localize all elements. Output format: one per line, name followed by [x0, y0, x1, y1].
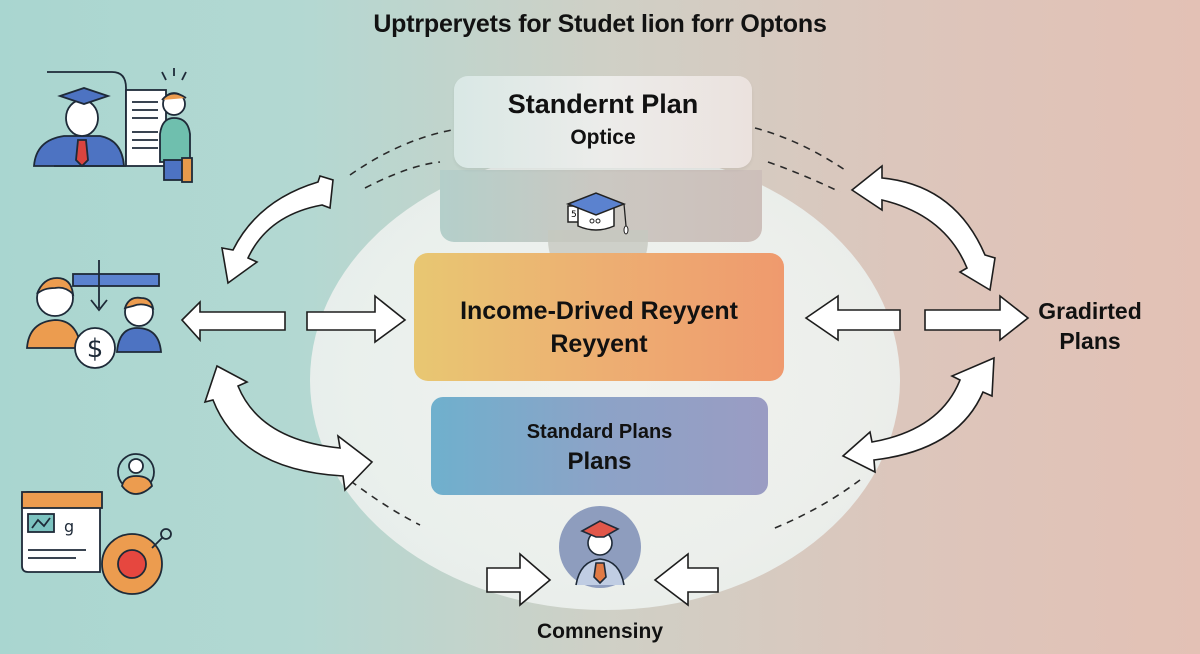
card-subtitle: Optice — [570, 126, 636, 149]
arrow-left-icon — [180, 300, 286, 343]
card-title: Standard Plans — [526, 421, 673, 443]
arrow-right-icon — [924, 294, 1030, 342]
graduation-cap-icon: 5 — [565, 192, 629, 235]
card-title: Standernt Plan — [507, 89, 699, 119]
income-driven-repayment-card: Income-Drived Reyyent Reyyent — [414, 253, 784, 381]
arrow-left-icon — [653, 552, 719, 607]
svg-text:5: 5 — [571, 210, 577, 220]
graduate-avatar-icon — [559, 506, 641, 588]
card-subtitle: Reyyent — [550, 330, 648, 358]
standard-plans-card: Standard Plans Plans — [431, 397, 768, 495]
diagram-title: Uptrperyets for Studet lion forr Optons — [373, 10, 827, 38]
arrow-right-icon — [306, 294, 407, 344]
bottom-label: Comnensiny — [536, 620, 664, 643]
curved-arrow-icon — [841, 356, 995, 474]
label-line-2: Plans — [1059, 328, 1121, 354]
curved-arrow-icon — [203, 364, 374, 492]
graduated-plans-label: Gradirted Plans — [1030, 296, 1150, 356]
svg-text:g: g — [64, 517, 74, 536]
arrow-left-icon — [804, 294, 901, 342]
standard-plan-option-card: Standernt Plan Optice — [454, 76, 752, 168]
card-subtitle: Plans — [567, 448, 632, 475]
graduate-advisor-icon — [33, 68, 193, 183]
curved-arrow-icon — [221, 175, 334, 285]
financial-exchange-icon: $ — [26, 260, 162, 369]
card-title: Income-Drived Reyyent — [460, 297, 738, 325]
arrow-right-icon — [486, 552, 552, 607]
dashboard-gear-icon: g — [21, 453, 172, 595]
label-line-1: Gradirted — [1038, 298, 1142, 324]
curved-arrow-icon — [850, 164, 996, 292]
svg-text:$: $ — [87, 334, 104, 364]
